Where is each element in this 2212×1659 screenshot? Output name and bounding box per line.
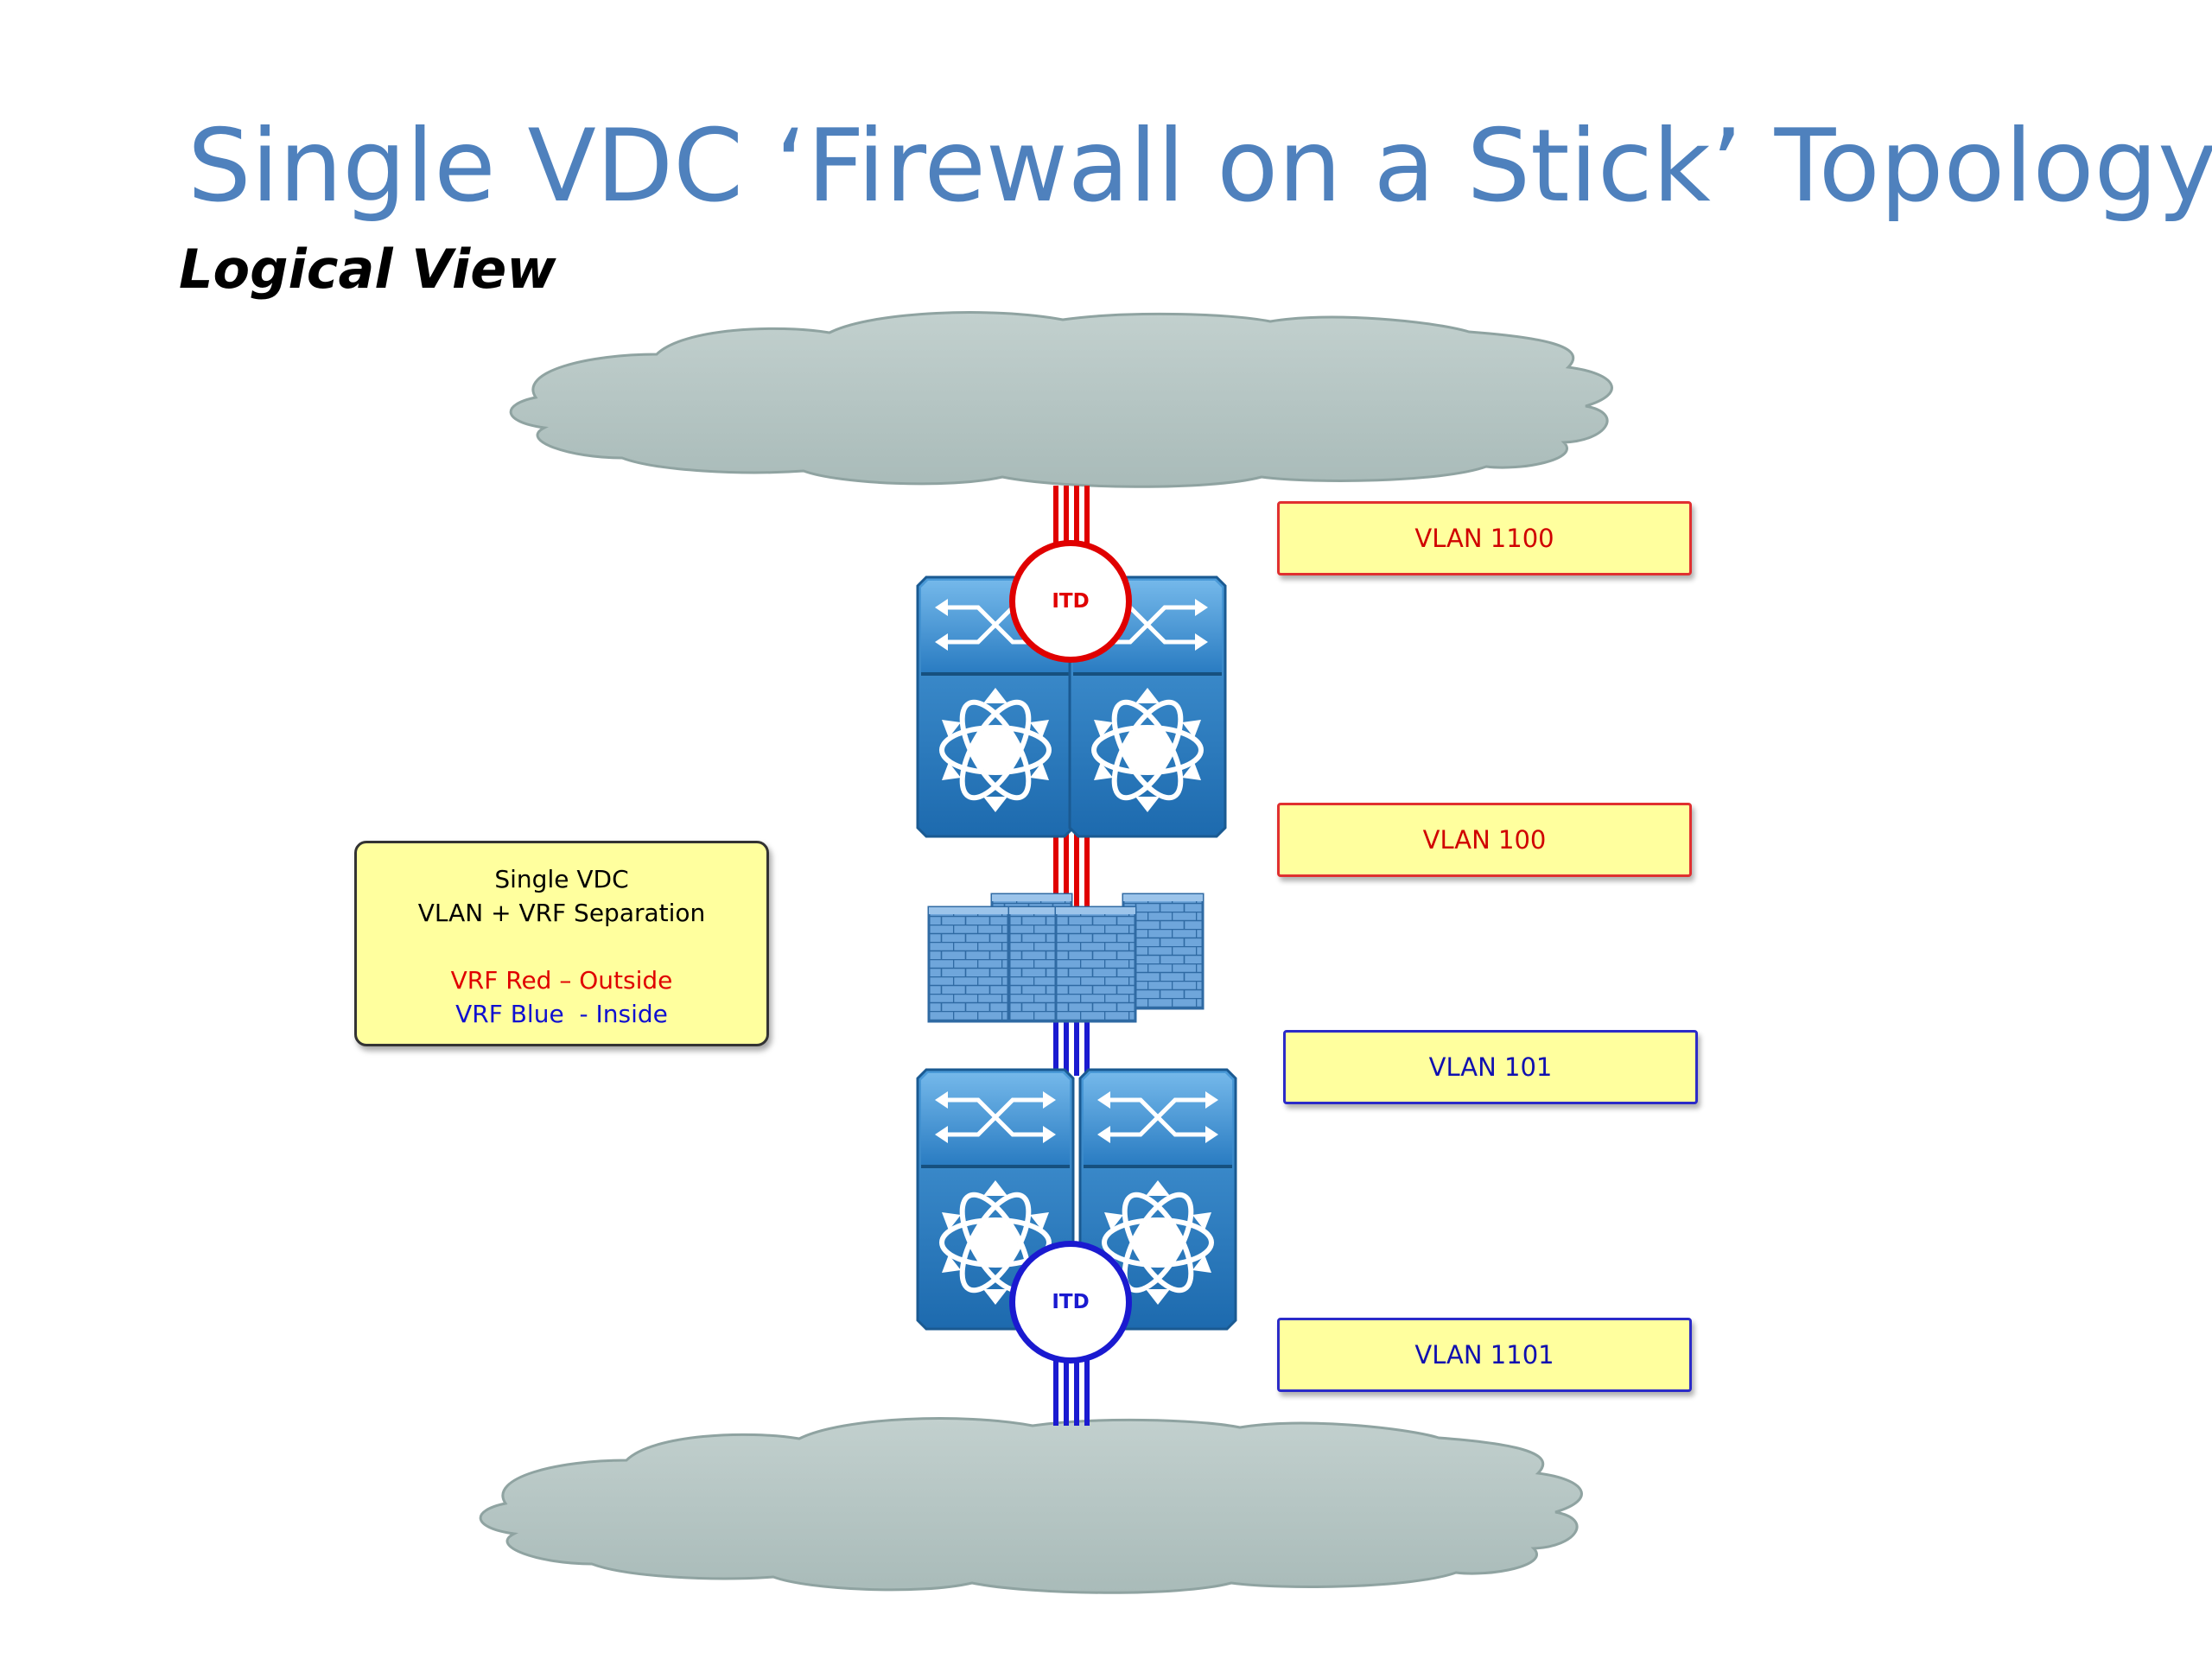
legend-vrf-red: VRF Red – Outside (450, 966, 673, 995)
legend-box: Single VDC VLAN + VRF Separation VRF Red… (354, 841, 769, 1046)
cloud-icon (479, 1417, 1583, 1594)
legend-line-separation: VLAN + VRF Separation (417, 899, 706, 927)
cloud-icon (509, 311, 1613, 488)
legend-vrf-blue: VRF Blue - Inside (455, 1000, 668, 1028)
itd-top-badge: ITD (1009, 540, 1132, 663)
firewall-icon (927, 893, 1205, 1023)
slide-title: Single VDC ‘Firewall on a Stick’ Topolog… (188, 108, 2212, 225)
vlan-label-100: VLAN 100 (1277, 803, 1692, 877)
vlan-label-101: VLAN 101 (1283, 1030, 1698, 1104)
slide-subtitle: Logical View (179, 238, 556, 301)
vlan-label-1100: VLAN 1100 (1277, 501, 1692, 575)
legend-line-vdc: Single VDC (494, 865, 629, 893)
itd-bottom-badge: ITD (1009, 1241, 1132, 1363)
vlan-label-1101: VLAN 1101 (1277, 1318, 1692, 1392)
